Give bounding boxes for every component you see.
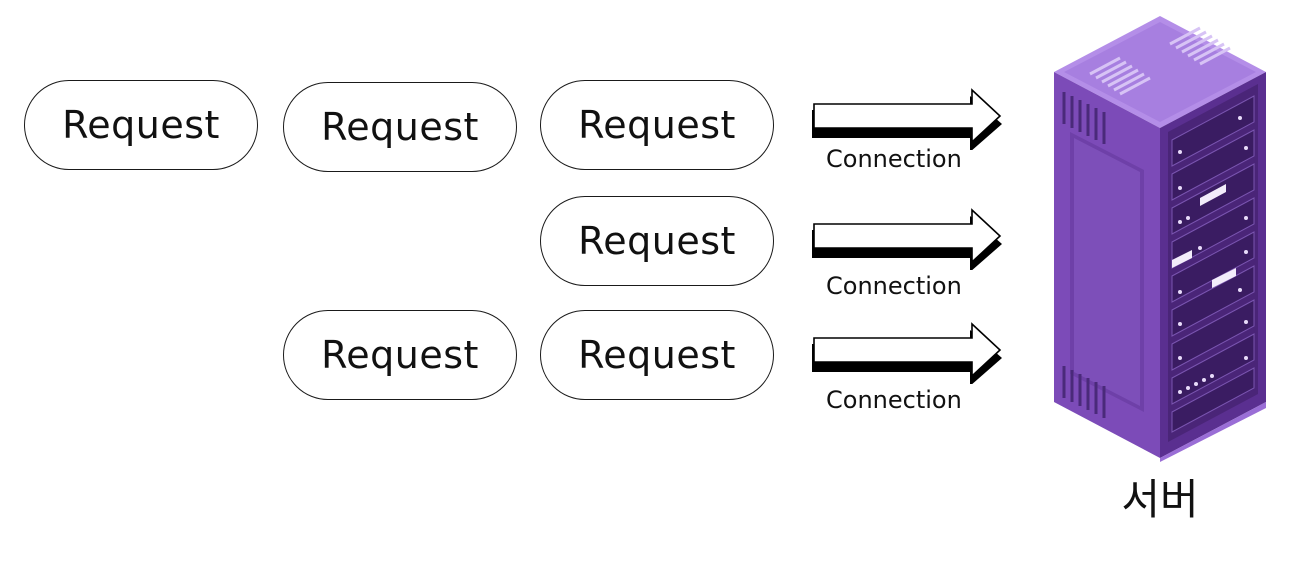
request-node: Request <box>540 310 774 400</box>
connection-label: Connection <box>826 145 962 173</box>
request-node: Request <box>283 82 517 172</box>
request-node: Request <box>24 80 258 170</box>
server-rack-icon <box>1054 16 1266 462</box>
connection-arrow-icon <box>812 88 1002 150</box>
server-label: 서버 <box>1121 475 1199 524</box>
connection-arrow-icon <box>812 322 1002 384</box>
request-node: Request <box>540 196 774 286</box>
request-node: Request <box>540 80 774 170</box>
connection-arrow-icon <box>812 208 1002 270</box>
request-node: Request <box>283 310 517 400</box>
connection-label: Connection <box>826 386 962 414</box>
connection-label: Connection <box>826 272 962 300</box>
